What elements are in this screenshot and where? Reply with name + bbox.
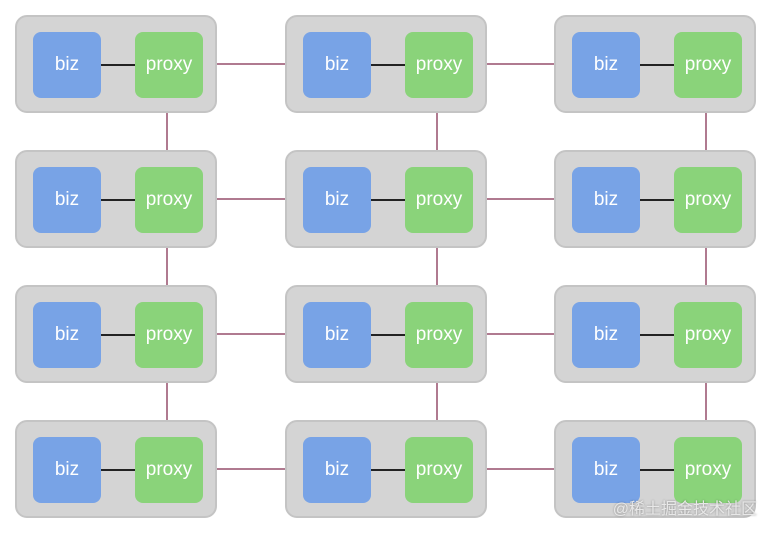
proxy-sidecar: proxy: [135, 437, 203, 503]
proxy-sidecar: proxy: [135, 302, 203, 368]
biz-service: biz: [303, 437, 371, 503]
biz-service: biz: [572, 302, 640, 368]
biz-service: biz: [572, 32, 640, 98]
biz-service: biz: [572, 167, 640, 233]
local-connection: [640, 334, 674, 336]
mesh-link-vertical: [705, 111, 707, 152]
proxy-sidecar: proxy: [674, 302, 742, 368]
proxy-sidecar: proxy: [405, 302, 473, 368]
pod: biz proxy: [554, 285, 756, 383]
mesh-link-horizontal: [485, 468, 556, 470]
biz-service: biz: [303, 32, 371, 98]
pod: biz proxy: [285, 285, 487, 383]
pod: biz proxy: [15, 420, 217, 518]
proxy-sidecar: proxy: [674, 32, 742, 98]
mesh-link-horizontal: [215, 468, 287, 470]
pod: biz proxy: [15, 15, 217, 113]
biz-service: biz: [33, 32, 101, 98]
mesh-link-horizontal: [215, 333, 287, 335]
watermark: @稀土掘金技术社区: [612, 501, 757, 518]
local-connection: [640, 64, 674, 66]
biz-service: biz: [303, 302, 371, 368]
mesh-link-vertical: [705, 381, 707, 422]
biz-service: biz: [303, 167, 371, 233]
proxy-sidecar: proxy: [405, 32, 473, 98]
pod: biz proxy: [285, 420, 487, 518]
mesh-link-vertical: [166, 111, 168, 152]
proxy-sidecar: proxy: [135, 32, 203, 98]
proxy-sidecar: proxy: [405, 437, 473, 503]
biz-service: biz: [33, 167, 101, 233]
proxy-sidecar: proxy: [674, 437, 742, 503]
mesh-link-vertical: [436, 246, 438, 287]
mesh-link-horizontal: [485, 198, 556, 200]
local-connection: [101, 334, 135, 336]
pod: biz proxy: [554, 420, 756, 518]
proxy-sidecar: proxy: [674, 167, 742, 233]
local-connection: [101, 469, 135, 471]
pod: biz proxy: [285, 15, 487, 113]
mesh-link-horizontal: [485, 63, 556, 65]
local-connection: [640, 469, 674, 471]
biz-service: biz: [33, 302, 101, 368]
local-connection: [371, 64, 405, 66]
mesh-link-horizontal: [485, 333, 556, 335]
proxy-sidecar: proxy: [135, 167, 203, 233]
mesh-link-horizontal: [215, 63, 287, 65]
biz-service: biz: [572, 437, 640, 503]
mesh-link-vertical: [166, 381, 168, 422]
mesh-link-vertical: [436, 381, 438, 422]
local-connection: [371, 469, 405, 471]
pod: biz proxy: [554, 15, 756, 113]
pod: biz proxy: [554, 150, 756, 248]
local-connection: [371, 199, 405, 201]
pod: biz proxy: [285, 150, 487, 248]
local-connection: [101, 64, 135, 66]
local-connection: [640, 199, 674, 201]
mesh-link-vertical: [436, 111, 438, 152]
biz-service: biz: [33, 437, 101, 503]
local-connection: [101, 199, 135, 201]
proxy-sidecar: proxy: [405, 167, 473, 233]
mesh-link-vertical: [705, 246, 707, 287]
mesh-link-horizontal: [215, 198, 287, 200]
local-connection: [371, 334, 405, 336]
pod: biz proxy: [15, 285, 217, 383]
pod: biz proxy: [15, 150, 217, 248]
mesh-link-vertical: [166, 246, 168, 287]
